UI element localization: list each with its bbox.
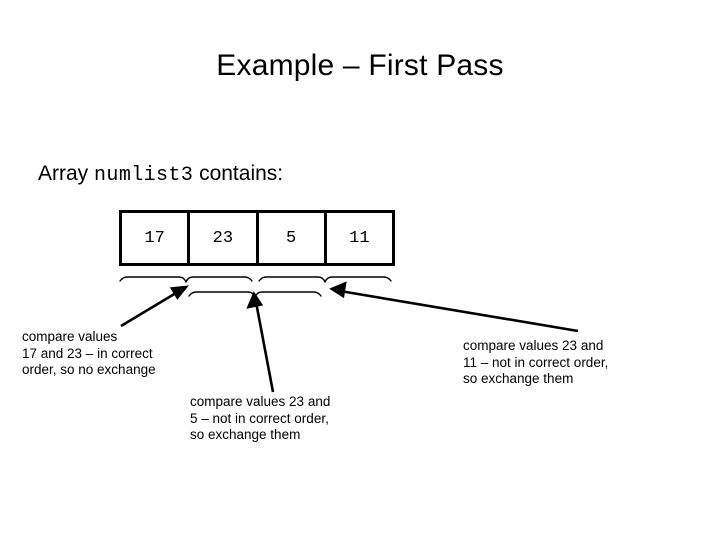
array-cell-3: 11 [326, 213, 392, 263]
arrow-line-center [254, 301, 275, 393]
comparison-note-right: compare values 23 and 11 – not in correc… [463, 338, 609, 386]
comparison-note-center: compare values 23 and 5 – not in correct… [190, 394, 331, 442]
brace-cells-0-1 [119, 276, 253, 283]
array-diagram: 17 23 5 11 [119, 210, 395, 266]
arrow-line-left [120, 288, 182, 328]
brace-cells-1-2 [188, 291, 322, 298]
arrow-head-left [169, 285, 189, 300]
array-caption-suffix: contains: [193, 162, 284, 185]
array-caption-prefix: Array [38, 162, 95, 185]
array-cell-0: 17 [122, 213, 191, 263]
brace-cells-2-3 [258, 276, 392, 283]
comparison-note-left: compare values 17 and 23 – in correct or… [22, 329, 156, 377]
arrow-head-center [246, 291, 264, 309]
array-caption: Array numlist3 contains: [38, 160, 283, 190]
arrow-line-right [339, 289, 579, 333]
array-cell-2: 5 [258, 213, 327, 263]
arrow-head-right [329, 281, 347, 299]
array-variable-name: numlist3 [94, 164, 194, 187]
page-title: Example – First Pass [216, 49, 504, 82]
array-cell-1: 23 [190, 213, 259, 263]
